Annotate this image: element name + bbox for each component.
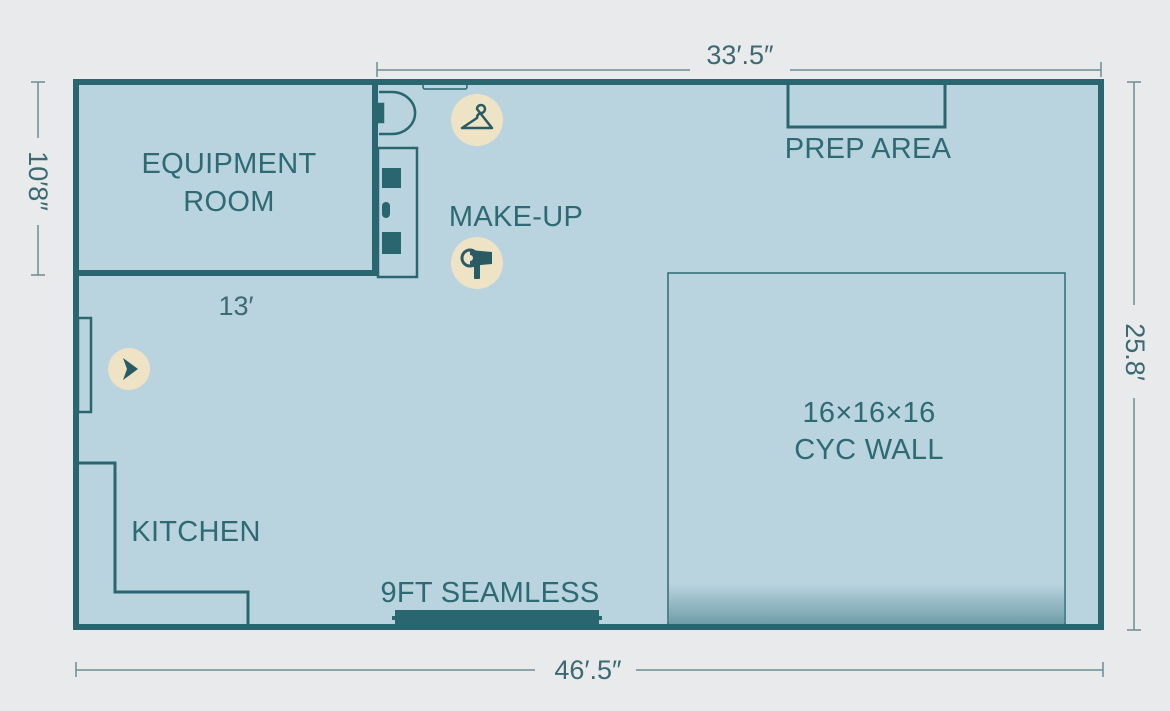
dimension-top-width: 33′.5″ <box>706 40 774 70</box>
seamless-paper <box>392 610 602 624</box>
dimension-right-height: 25.8′ <box>1120 323 1150 381</box>
toilet <box>377 90 417 136</box>
equipment-room-label-line1: EQUIPMENT <box>141 148 316 180</box>
hair-dryer-icon <box>451 237 503 289</box>
hanger-icon <box>451 94 503 146</box>
cyc-wall <box>667 272 1066 625</box>
prep-area-label: PREP AREA <box>785 133 952 165</box>
kitchen-label: KITCHEN <box>131 516 260 548</box>
cyc-wall-label-line2: CYC WALL <box>794 434 944 466</box>
makeup-vanity <box>376 146 419 279</box>
bathroom-door <box>422 83 468 90</box>
seamless-label: 9FT SEAMLESS <box>380 577 599 609</box>
kitchen-counter <box>78 461 250 625</box>
equipment-room-walls <box>76 82 378 276</box>
entrance-arrow-icon <box>108 348 150 390</box>
dimension-equipment-room-width: 13′ <box>218 291 253 321</box>
outer-wall <box>73 79 1104 630</box>
dimension-lines <box>31 62 1141 677</box>
entrance-door <box>76 316 93 414</box>
cyc-wall-label-line1: 16×16×16 <box>802 397 935 429</box>
prep-area-counter <box>786 84 947 129</box>
dimension-left-height: 10′8″ <box>23 151 53 211</box>
dimension-bottom-width: 46′.5″ <box>554 655 622 685</box>
make-up-label: MAKE-UP <box>449 201 583 233</box>
equipment-room-label-line2: ROOM <box>183 186 274 218</box>
